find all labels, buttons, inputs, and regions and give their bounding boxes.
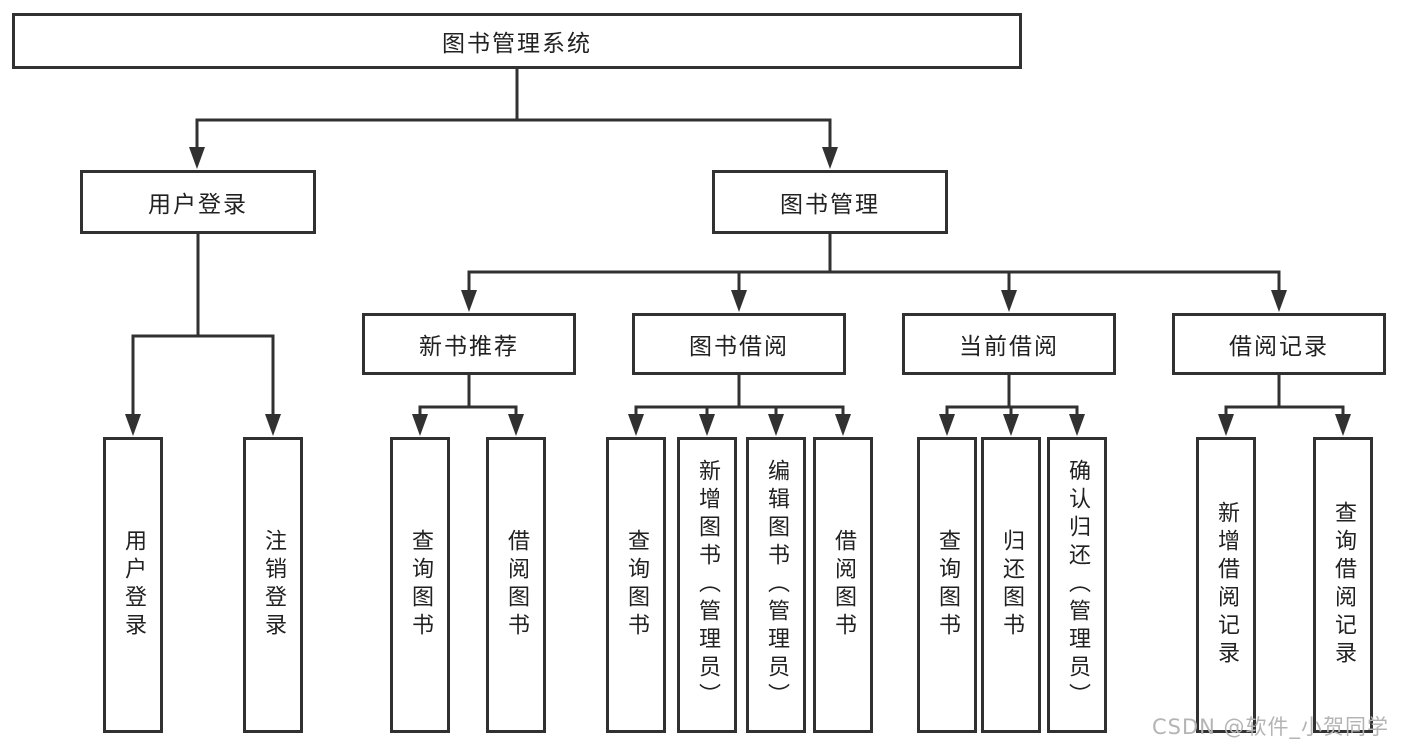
node-bb-borrow-book: 借阅图书 <box>813 437 873 733</box>
node-rec-query-book: 查询图书 <box>390 437 450 733</box>
node-root: 图书管理系统 <box>12 13 1022 69</box>
node-book-mgmt: 图书管理 <box>712 170 948 234</box>
node-cb-confirm-return: 确认归还（管理员） <box>1047 437 1107 733</box>
node-book-borrow: 图书借阅 <box>632 313 846 375</box>
node-leaf-user-login: 用户登录 <box>103 437 163 733</box>
node-user-login: 用户登录 <box>80 170 316 234</box>
node-new-book-rec: 新书推荐 <box>362 313 576 375</box>
watermark: CSDN @软件_小贺同学 <box>1152 715 1390 739</box>
node-bb-query-book: 查询图书 <box>606 437 666 733</box>
node-current-borrow: 当前借阅 <box>902 313 1116 375</box>
node-cb-query-book: 查询图书 <box>917 437 977 733</box>
node-rec-borrow-book: 借阅图书 <box>486 437 546 733</box>
node-borrow-record: 借阅记录 <box>1172 313 1386 375</box>
node-bb-add-book: 新增图书（管理员） <box>677 437 737 733</box>
node-leaf-logout: 注销登录 <box>243 437 303 733</box>
node-br-add-record: 新增借阅记录 <box>1196 437 1256 733</box>
node-cb-return-book: 归还图书 <box>981 437 1041 733</box>
arrowheads <box>125 147 1351 436</box>
node-br-query-record: 查询借阅记录 <box>1313 437 1373 733</box>
edge-lines <box>131 68 1345 418</box>
node-bb-edit-book: 编辑图书（管理员） <box>746 437 806 733</box>
